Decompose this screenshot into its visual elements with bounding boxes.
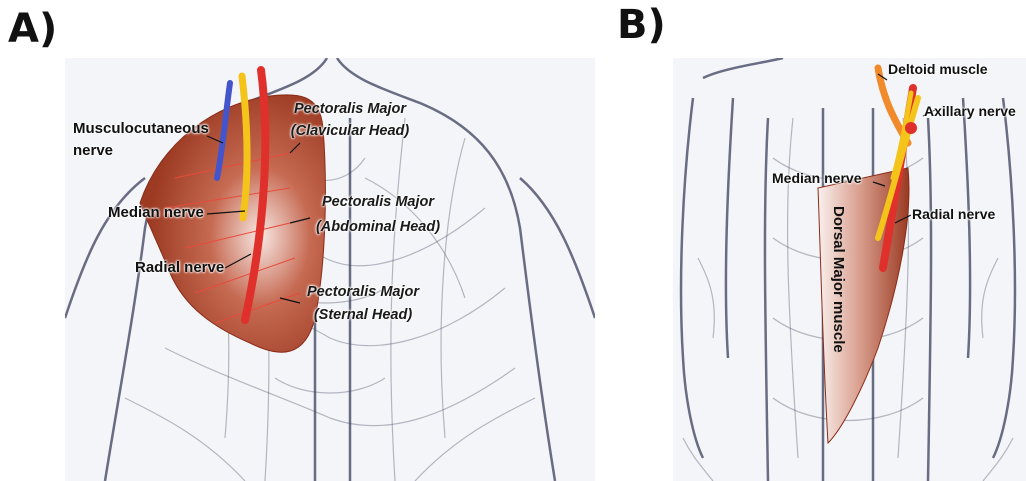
label-pec-sternal-line2: (Sternal Head) (293, 307, 433, 324)
label-musculocutaneous-line2: nerve (73, 142, 113, 159)
panel-b-illustration: Deltoid muscle Axillary nerve Median ner… (673, 58, 1026, 481)
panel-b-letter: B) (617, 2, 666, 48)
label-pec-sternal-line1: Pectoralis Major (293, 284, 433, 301)
label-pec-clavicular-line1: Pectoralis Major (280, 101, 420, 118)
label-musculocutaneous-line1: Musculocutaneous (73, 120, 209, 137)
label-dorsal-major-muscle: Dorsal Major muscle (830, 206, 847, 353)
axillary-node (905, 122, 917, 134)
label-pec-clavicular-line2: (Clavicular Head) (280, 123, 420, 140)
panel-b-anatomy-svg (673, 58, 1026, 481)
label-radial-nerve-a: Radial nerve (135, 259, 224, 276)
panel-a-illustration: Musculocutaneous nerve Median nerve Radi… (65, 58, 595, 481)
label-deltoid-muscle: Deltoid muscle (888, 61, 988, 78)
label-median-nerve-b: Median nerve (772, 170, 861, 187)
panel-a-letter: A) (8, 6, 57, 52)
label-median-nerve-a: Median nerve (108, 204, 204, 221)
label-axillary-nerve: Axillary nerve (924, 103, 1016, 120)
label-radial-nerve-b: Radial nerve (912, 206, 995, 223)
label-pec-abdominal-line2: (Abdominal Head) (308, 219, 448, 236)
label-pec-abdominal-line1: Pectoralis Major (308, 194, 448, 211)
